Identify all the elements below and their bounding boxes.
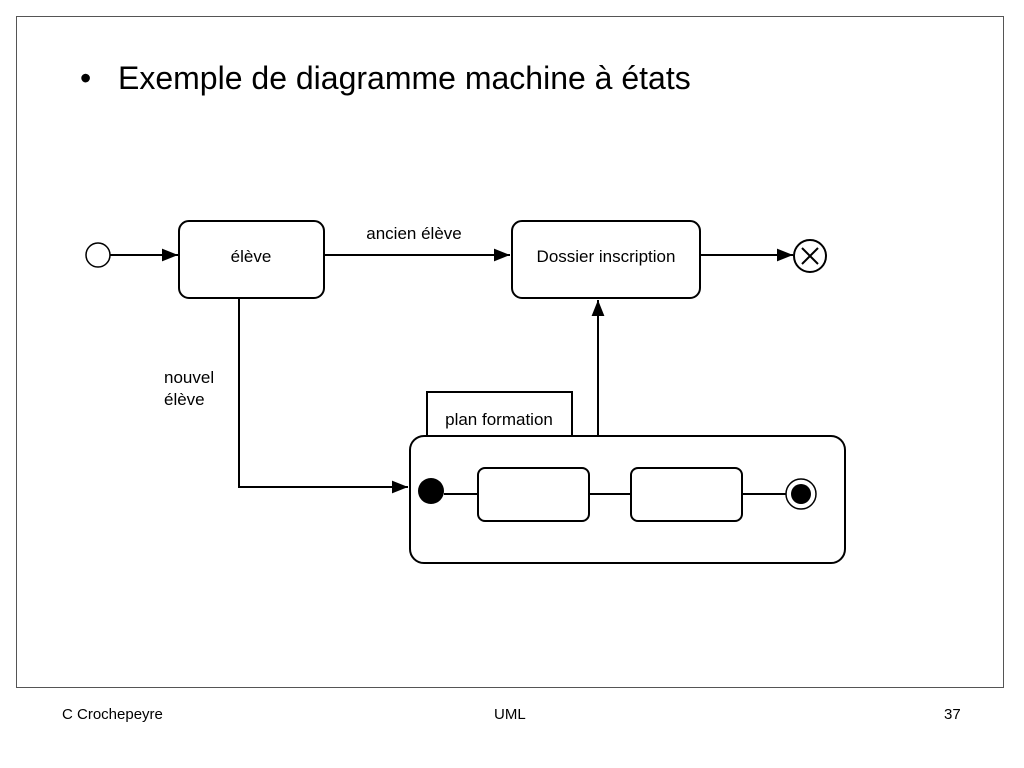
composite-state-label: plan formation: [445, 410, 553, 429]
transition-nouvel-eleve-label-line1: nouvel: [164, 368, 214, 387]
terminate-state-icon: [793, 239, 827, 273]
inner-state-2: [630, 467, 743, 522]
state-dossier-inscription: [511, 220, 701, 299]
transition-nouvel-eleve: [238, 298, 408, 494]
slide-title: • Exemple de diagramme machine à états: [80, 56, 691, 100]
inner-state-1: [477, 467, 590, 522]
state-eleve: [178, 220, 325, 299]
composite-state-name-tab: [426, 391, 573, 437]
bullet-icon: •: [80, 60, 92, 96]
slide-frame: [16, 16, 1004, 688]
transition-nouvel-eleve-label-line2: élève: [164, 390, 205, 409]
composite-state-plan-formation: [409, 435, 846, 564]
inner-final-state-icon: [785, 478, 817, 510]
footer-author: C Crochepeyre: [62, 706, 163, 723]
state-eleve-label: élève: [231, 247, 272, 266]
footer-page-number: 37: [944, 706, 961, 723]
initial-state: [85, 242, 111, 268]
footer-course: UML: [494, 706, 526, 723]
transition-ancien-eleve-label: ancien élève: [366, 224, 461, 243]
state-dossier-inscription-label: Dossier inscription: [537, 247, 676, 266]
slide-title-text: Exemple de diagramme machine à états: [118, 60, 691, 96]
inner-initial-state: [418, 478, 444, 504]
